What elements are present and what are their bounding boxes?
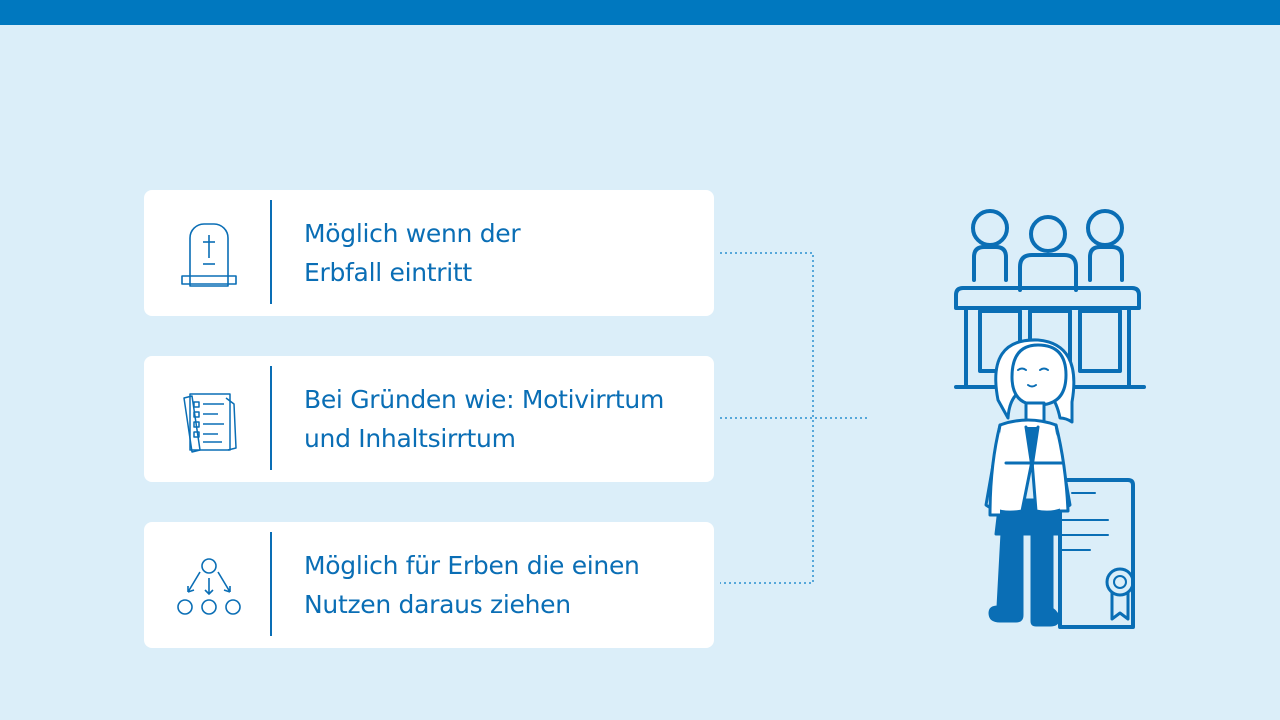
court-judges-woman-certificate-icon <box>954 209 1146 629</box>
card-text: Möglich wenn der Erbfall eintritt <box>304 190 704 316</box>
card-erbfall: Möglich wenn der Erbfall eintritt <box>144 190 714 316</box>
card-divider <box>270 532 272 636</box>
connector-bracket <box>720 252 814 584</box>
card-erben: Möglich für Erben die einen Nutzen darau… <box>144 522 714 648</box>
card-text-line1: Möglich für Erben die einen <box>304 551 640 580</box>
card-divider <box>270 200 272 304</box>
card-text-line2: Nutzen daraus ziehen <box>304 590 571 619</box>
card-text-line2: Erbfall eintritt <box>304 258 472 287</box>
hierarchy-icon <box>174 550 244 620</box>
card-text: Bei Gründen wie: Motivirrtum und Inhalts… <box>304 356 704 482</box>
card-text: Möglich für Erben die einen Nutzen darau… <box>304 522 704 648</box>
card-text-line1: Möglich wenn der <box>304 219 521 248</box>
checklist-document-icon <box>174 384 244 454</box>
card-gruende: Bei Gründen wie: Motivirrtum und Inhalts… <box>144 356 714 482</box>
top-bar <box>0 0 1280 25</box>
card-text-line1: Bei Gründen wie: Motivirrtum <box>304 385 665 414</box>
gravestone-icon <box>174 218 244 288</box>
card-divider <box>270 366 272 470</box>
card-text-line2: und Inhaltsirrtum <box>304 424 516 453</box>
